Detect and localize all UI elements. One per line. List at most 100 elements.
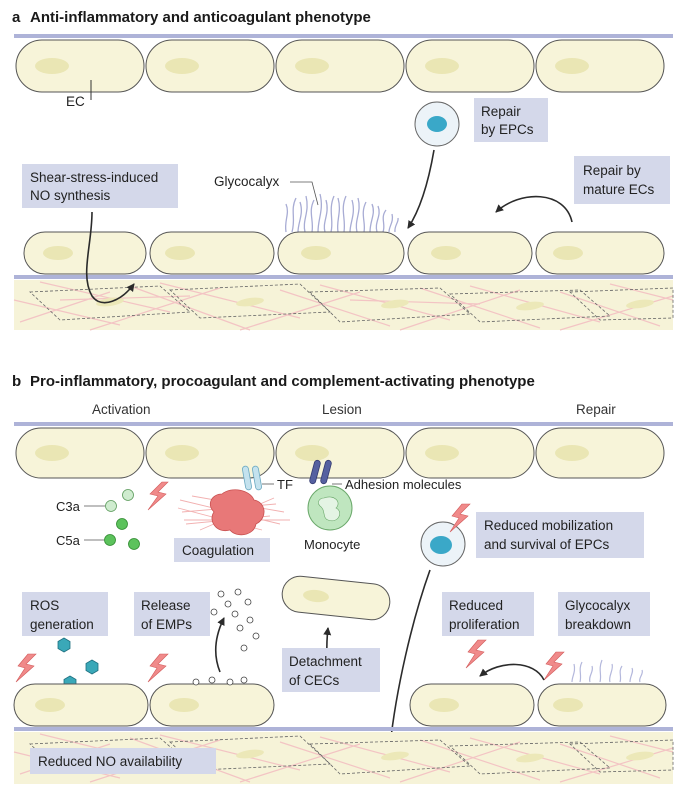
glycocalyx-breakdown-line1: Glycocalyx xyxy=(565,598,631,613)
endothelial-cell xyxy=(405,427,535,479)
glycocalyx-breakdown-box xyxy=(558,592,650,636)
endothelial-cell xyxy=(535,39,665,93)
epc-arrow xyxy=(386,569,431,747)
coagulation-label: Coagulation xyxy=(182,543,254,558)
shear-stress-line1: Shear-stress-induced xyxy=(30,170,158,185)
detachment-line2: of CECs xyxy=(289,673,340,688)
ros-lightning-icon xyxy=(15,653,37,683)
repair-mature-line1: Repair by xyxy=(583,163,641,178)
proliferation-lightning-icon xyxy=(465,639,487,669)
ros-line1: ROS xyxy=(30,598,59,613)
adhesion-label: Adhesion molecules xyxy=(345,477,462,492)
adhesion-molecules xyxy=(309,459,332,485)
panel-a: a Anti-inflammatory and anticoagulant ph… xyxy=(12,9,674,331)
membrane-blebs xyxy=(192,676,248,686)
glycocalyx-label: Glycocalyx xyxy=(214,174,280,189)
epc-nucleus xyxy=(427,116,447,132)
emps-arrow xyxy=(214,617,225,673)
complement-molecule xyxy=(116,518,128,530)
nucleus xyxy=(431,246,461,260)
ec-label: EC xyxy=(66,94,85,109)
ros-line2: generation xyxy=(30,617,94,632)
header-lesion: Lesion xyxy=(322,402,362,417)
endothelial-cell xyxy=(535,427,665,479)
panel-a-title: Anti-inflammatory and anticoagulant phen… xyxy=(30,9,371,26)
endothelial-cell xyxy=(145,427,275,479)
nucleus xyxy=(553,698,583,712)
nucleus xyxy=(295,58,329,74)
glycocalyx-remnants xyxy=(571,659,644,683)
bottom-endothelium-b xyxy=(13,683,667,727)
cec-nucleus xyxy=(303,589,329,603)
panel-a-letter: a xyxy=(12,9,21,26)
endothelial-cell xyxy=(15,39,145,93)
panel-b-letter: b xyxy=(12,373,21,390)
nucleus xyxy=(35,445,69,461)
endothelial-cell xyxy=(275,427,405,479)
reduced-proliferation-box xyxy=(442,592,534,636)
detachment-box xyxy=(282,648,380,692)
release-emps-line2: of EMPs xyxy=(141,617,192,632)
nucleus xyxy=(35,698,65,712)
nucleus xyxy=(553,246,583,260)
nucleus xyxy=(165,58,199,74)
nucleus xyxy=(429,698,459,712)
endothelial-cell xyxy=(23,231,147,275)
basal-lamina-b xyxy=(14,727,673,731)
nucleus xyxy=(169,698,199,712)
nucleus xyxy=(555,445,589,461)
nucleus xyxy=(295,445,329,461)
endothelial-cell xyxy=(149,231,275,275)
endothelial-cell xyxy=(145,39,275,93)
glycocalyx-breakdown-line2: breakdown xyxy=(565,617,631,632)
c5a-label: C5a xyxy=(56,533,81,548)
no-synthesis-arrow xyxy=(85,211,135,304)
basal-lamina-a xyxy=(14,275,673,279)
detached-cec xyxy=(281,575,391,621)
c3a-molecule xyxy=(105,500,117,512)
nucleus xyxy=(35,58,69,74)
repair-epcs-box xyxy=(474,98,548,142)
lumen-lamina-top xyxy=(14,34,673,38)
ros-molecules xyxy=(57,637,99,691)
endothelial-cell xyxy=(15,427,145,479)
emp-particles xyxy=(210,588,260,652)
bottom-endothelium xyxy=(23,231,665,275)
endothelial-cell xyxy=(535,231,665,275)
nucleus xyxy=(43,246,73,260)
repair-mature-box xyxy=(574,156,670,204)
injury-lightning-icon xyxy=(147,481,169,511)
panel-b-title: Pro-inflammatory, procoagulant and compl… xyxy=(30,373,535,390)
glycocalyx-leader xyxy=(290,181,319,206)
panel-b: b Pro-inflammatory, procoagulant and com… xyxy=(12,373,674,784)
shear-stress-line2: NO synthesis xyxy=(30,188,111,203)
reduced-mobilization-line1: Reduced mobilization xyxy=(484,518,613,533)
reduced-mobilization-box xyxy=(476,512,644,558)
proliferation-arrow xyxy=(479,663,545,681)
top-endothelium xyxy=(15,39,665,93)
mature-repair-arrow xyxy=(495,195,573,223)
reduced-proliferation-line2: proliferation xyxy=(449,617,520,632)
release-emps-box xyxy=(134,592,210,636)
glycocalyx-lightning-icon xyxy=(543,651,565,681)
endothelial-cell xyxy=(13,683,149,727)
emps-lightning-icon xyxy=(147,653,169,683)
release-emps-line1: Release xyxy=(141,598,191,613)
glycocalyx xyxy=(284,193,399,233)
lumen-lamina-b xyxy=(14,422,673,426)
c5a-molecule xyxy=(104,534,116,546)
endothelial-cell xyxy=(405,39,535,93)
endothelial-cell xyxy=(275,39,405,93)
ros-box xyxy=(22,592,108,636)
header-activation: Activation xyxy=(92,402,151,417)
endothelial-cell xyxy=(537,683,667,727)
c3a-label: C3a xyxy=(56,499,81,514)
epc-repair-arrow xyxy=(407,149,435,229)
reduced-no-box xyxy=(30,748,216,774)
coagulation-box xyxy=(174,538,270,562)
endothelial-cell xyxy=(409,683,535,727)
endothelial-cell xyxy=(277,231,405,275)
epc-lightning-icon xyxy=(449,503,471,533)
tf-receptor xyxy=(242,465,262,491)
endothelial-cell xyxy=(149,683,275,727)
